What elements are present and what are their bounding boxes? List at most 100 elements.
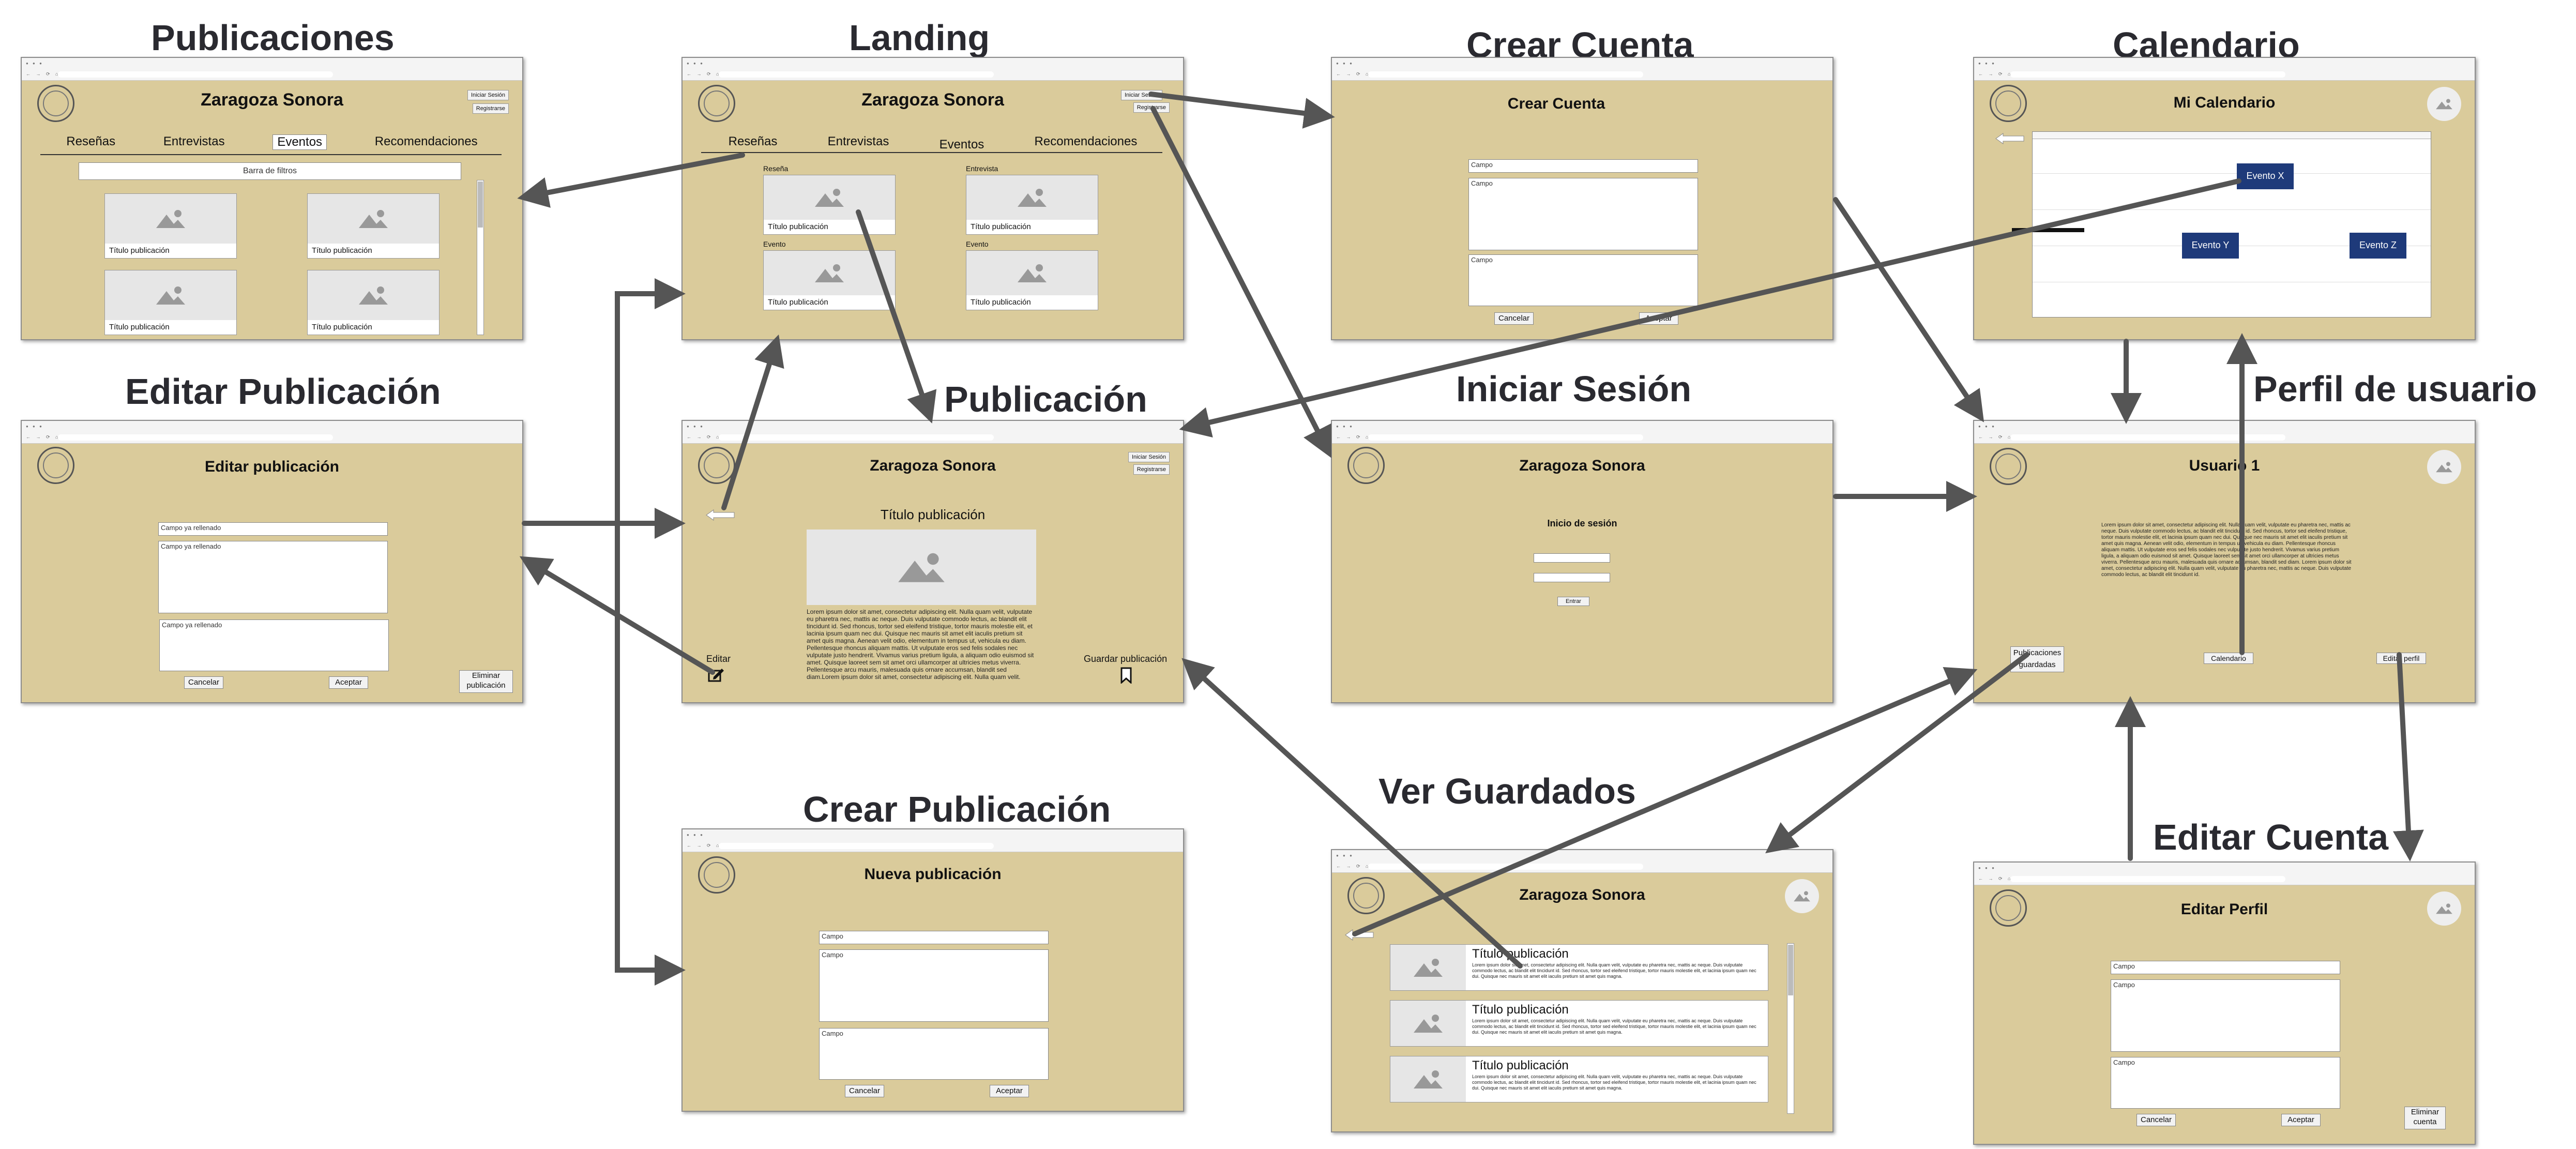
- event-z[interactable]: Evento Z: [2350, 233, 2406, 259]
- avatar-icon[interactable]: [2427, 891, 2461, 926]
- tab-entrevistas[interactable]: Entrevistas: [163, 134, 225, 148]
- register-button[interactable]: Registrarse: [472, 103, 509, 114]
- edit-icon[interactable]: [707, 667, 725, 683]
- screen-iniciar-sesion[interactable]: ● ● ●← → ⟳ ⌂ Zaragoza Sonora Inicio de s…: [1331, 420, 1833, 703]
- tab-resenas[interactable]: Reseñas: [728, 134, 778, 148]
- form-field[interactable]: Campo: [2111, 961, 2340, 974]
- post-card[interactable]: Título publicación: [763, 250, 896, 310]
- register-button[interactable]: Registrarse: [1133, 102, 1170, 113]
- tab-eventos[interactable]: Eventos: [272, 134, 327, 150]
- browser-chrome: ● ● ●← → ⟳ ⌂: [1332, 850, 1832, 873]
- screen-calendario[interactable]: ● ● ●← → ⟳ ⌂ Mi Calendario Evento X Even…: [1973, 57, 2476, 340]
- scrollbar[interactable]: [477, 180, 484, 335]
- form-textarea[interactable]: Campo: [819, 1028, 1049, 1080]
- edit-profile-button[interactable]: Editar perfil: [2376, 653, 2426, 664]
- avatar-icon[interactable]: [1785, 879, 1819, 913]
- app-title: Zaragoza Sonora: [201, 90, 343, 110]
- post-card[interactable]: Título publicación: [104, 193, 237, 259]
- calendar-grid[interactable]: [2012, 131, 2431, 318]
- saved-item[interactable]: Título publicación Lorem ipsum dolor sit…: [1390, 1000, 1768, 1047]
- form-textarea[interactable]: Campo: [1468, 178, 1698, 250]
- accept-button[interactable]: Aceptar: [329, 676, 368, 689]
- tab-eventos[interactable]: Eventos: [939, 138, 984, 152]
- screen-crear-cuenta[interactable]: ● ● ●← → ⟳ ⌂ Crear Cuenta Campo Campo Ca…: [1331, 57, 1833, 340]
- browser-chrome: ● ● ●← → ⟳ ⌂: [1332, 58, 1832, 81]
- filter-bar[interactable]: Barra de filtros: [79, 162, 461, 180]
- logo: [1990, 448, 2027, 485]
- tab-entrevistas[interactable]: Entrevistas: [827, 134, 889, 148]
- cancel-button[interactable]: Cancelar: [2136, 1114, 2176, 1126]
- form-textarea[interactable]: Campo: [1468, 254, 1698, 306]
- password-field[interactable]: [1534, 573, 1610, 582]
- browser-chrome: ● ● ●← → ⟳ ⌂: [1974, 421, 2475, 444]
- saved-posts-button[interactable]: Publicaciones guardadas: [2010, 646, 2064, 672]
- screen-landing[interactable]: ● ● ●← → ⟳ ⌂ Zaragoza Sonora Iniciar Ses…: [681, 57, 1184, 340]
- scrollbar[interactable]: [1787, 943, 1794, 1114]
- accept-button[interactable]: Aceptar: [990, 1085, 1029, 1097]
- section-label: Entrevista: [966, 164, 998, 173]
- saved-item-snippet: Lorem ipsum dolor sit amet, consectetur …: [1472, 1074, 1756, 1091]
- heading: Usuario 1: [2189, 457, 2260, 474]
- form-field[interactable]: Campo ya rellenado: [158, 522, 388, 536]
- cancel-button[interactable]: Cancelar: [184, 676, 223, 689]
- login-button[interactable]: Iniciar Sesión: [1120, 90, 1162, 100]
- section-label: Reseña: [763, 164, 789, 173]
- register-button[interactable]: Registrarse: [1133, 464, 1170, 475]
- back-arrow-icon[interactable]: [1344, 929, 1375, 941]
- image-placeholder-icon: [814, 187, 845, 208]
- screen-editar-cuenta[interactable]: ● ● ●← → ⟳ ⌂ Editar Perfil Campo Campo C…: [1973, 861, 2476, 1145]
- enter-button[interactable]: Entrar: [1557, 597, 1589, 606]
- bookmark-icon[interactable]: [1120, 667, 1132, 685]
- accept-button[interactable]: Aceptar: [2281, 1114, 2321, 1126]
- image-placeholder-icon: [814, 263, 845, 283]
- post-card[interactable]: Título publicación: [307, 270, 440, 335]
- cancel-button[interactable]: Cancelar: [845, 1085, 884, 1097]
- screen-ver-guardados[interactable]: ● ● ●← → ⟳ ⌂ Zaragoza Sonora Título publ…: [1331, 849, 1833, 1132]
- form-textarea[interactable]: Campo: [819, 949, 1049, 1022]
- tab-resenas[interactable]: Reseñas: [66, 134, 116, 148]
- post-card[interactable]: Título publicación: [966, 250, 1098, 310]
- form-textarea[interactable]: Campo ya rellenado: [159, 619, 389, 671]
- post-card[interactable]: Título publicación: [966, 175, 1098, 235]
- screen-editar-publicacion[interactable]: ● ● ●← → ⟳ ⌂ Editar publicación Campo ya…: [21, 420, 523, 703]
- delete-account-button[interactable]: Eliminar cuenta: [2404, 1107, 2446, 1129]
- form-textarea[interactable]: Campo: [2111, 1057, 2340, 1109]
- screen-perfil[interactable]: ● ● ●← → ⟳ ⌂ Usuario 1 Lorem ipsum dolor…: [1973, 420, 2476, 703]
- saved-item[interactable]: Título publicación Lorem ipsum dolor sit…: [1390, 1056, 1768, 1102]
- back-arrow-icon[interactable]: [1995, 132, 2026, 145]
- login-button[interactable]: Iniciar Sesión: [1128, 452, 1170, 462]
- event-y[interactable]: Evento Y: [2182, 233, 2239, 259]
- image-placeholder-icon: [1413, 957, 1444, 978]
- accept-button[interactable]: Aceptar: [1639, 312, 1678, 325]
- form-field[interactable]: Campo: [819, 931, 1049, 944]
- tab-recomendaciones[interactable]: Recomendaciones: [374, 134, 478, 148]
- event-x[interactable]: Evento X: [2237, 163, 2294, 189]
- cancel-button[interactable]: Cancelar: [1494, 312, 1534, 325]
- avatar-icon[interactable]: [2427, 87, 2461, 121]
- browser-chrome: ● ● ●← → ⟳ ⌂: [683, 829, 1183, 852]
- tab-recomendaciones[interactable]: Recomendaciones: [1034, 134, 1138, 148]
- category-tabs: Reseñas Entrevistas Eventos Recomendacio…: [42, 134, 502, 150]
- image-placeholder-icon: [358, 208, 389, 229]
- screen-publicaciones[interactable]: ● ● ●← → ⟳ ⌂ Zaragoza Sonora Iniciar Ses…: [21, 57, 523, 340]
- post-title: Título publicación: [312, 246, 372, 255]
- login-button[interactable]: Iniciar Sesión: [467, 90, 509, 100]
- delete-post-button[interactable]: Eliminar publicación: [459, 670, 513, 693]
- username-field[interactable]: [1534, 553, 1610, 563]
- screen-publicacion[interactable]: ● ● ●← → ⟳ ⌂ Zaragoza Sonora Iniciar Ses…: [681, 420, 1184, 703]
- image-placeholder-icon: [1017, 263, 1048, 283]
- logo: [37, 85, 74, 122]
- form-field[interactable]: Campo: [1468, 159, 1698, 173]
- form-textarea[interactable]: Campo ya rellenado: [158, 541, 388, 613]
- screen-crear-publicacion[interactable]: ● ● ●← → ⟳ ⌂ Nueva publicación Campo Cam…: [681, 828, 1184, 1112]
- saved-item-title: Título publicación: [1472, 1059, 1569, 1072]
- post-card[interactable]: Título publicación: [307, 193, 440, 259]
- saved-item-title: Título publicación: [1472, 947, 1569, 961]
- calendar-button[interactable]: Calendario: [2204, 653, 2253, 664]
- form-textarea[interactable]: Campo: [2111, 979, 2340, 1052]
- back-arrow-icon[interactable]: [705, 509, 736, 521]
- post-card[interactable]: Título publicación: [763, 175, 896, 235]
- post-card[interactable]: Título publicación: [104, 270, 237, 335]
- avatar-icon[interactable]: [2427, 450, 2461, 484]
- saved-item[interactable]: Título publicación Lorem ipsum dolor sit…: [1390, 944, 1768, 991]
